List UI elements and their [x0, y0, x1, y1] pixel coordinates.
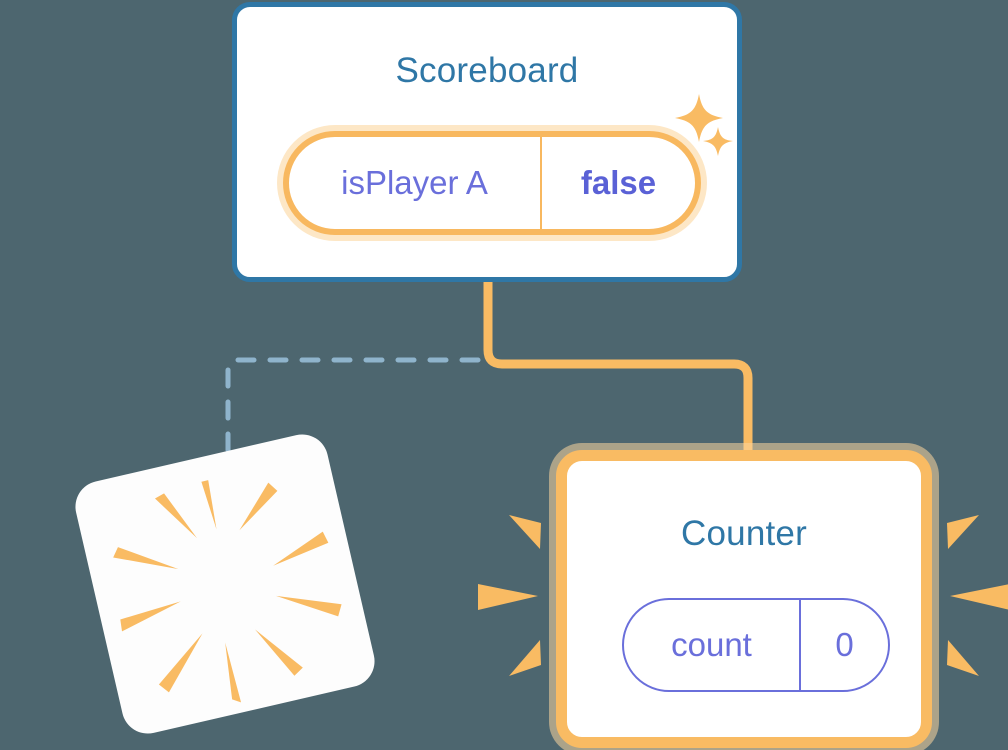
counter-title: Counter — [681, 514, 807, 553]
state-key-label: isPlayer A — [289, 137, 542, 229]
connector-scoreboard-to-burst-card — [225, 357, 481, 475]
burst-rays-icon — [113, 480, 342, 703]
state-pill-counter[interactable]: count 0 — [622, 598, 890, 692]
blank-card-burst[interactable] — [70, 429, 380, 739]
connector-scoreboard-to-counter — [483, 282, 753, 462]
sparkle-large-icon — [675, 94, 723, 142]
sparkle-small-icon — [703, 127, 733, 156]
state-value-label: 0 — [835, 626, 854, 663]
component-card-scoreboard[interactable]: Scoreboard isPlayer A false — [232, 2, 742, 282]
page-title: Scoreboard — [395, 51, 579, 90]
component-card-counter[interactable]: Counter count 0 — [556, 450, 932, 748]
counter-right-rays — [947, 515, 1008, 676]
counter-left-rays — [478, 515, 541, 676]
state-pill-scoreboard[interactable]: isPlayer A false — [283, 131, 701, 235]
state-key-label: count — [624, 600, 801, 690]
state-value-label: false — [580, 164, 657, 201]
